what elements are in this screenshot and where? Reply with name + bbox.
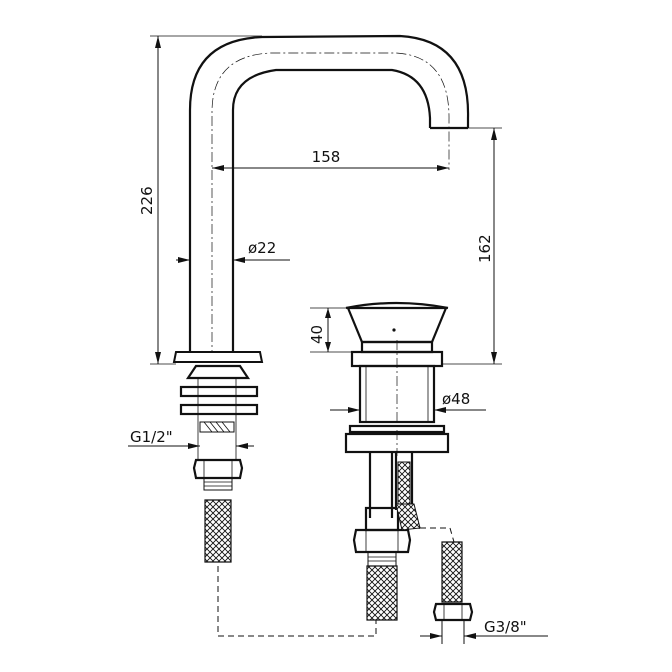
dimension-pipe-diameter: ø22	[176, 239, 290, 263]
overall-height-label: 226	[138, 186, 156, 215]
thread-inlet-callout: G1/2"	[128, 428, 254, 449]
thread-hose-outlet-callout: G3/8"	[420, 618, 548, 639]
dimension-spout-outlet-height: 162	[442, 127, 502, 365]
dimension-handle-height: 40	[308, 307, 362, 353]
pipe-diameter-label: ø22	[248, 239, 276, 257]
spout-reach-label: 158	[312, 148, 341, 166]
hose-routing	[217, 527, 455, 637]
handle-height-label: 40	[308, 325, 326, 344]
spout-base-flange	[172, 351, 264, 563]
dimension-valve-diameter: ø48	[330, 390, 486, 413]
dimension-overall-height: 226	[138, 35, 262, 365]
inlet-thread-label: G1/2"	[130, 428, 173, 446]
spout	[188, 34, 470, 360]
outlet-hose-g38	[432, 541, 474, 644]
hose-outlet-thread-label: G3/8"	[484, 618, 527, 636]
valve-body	[344, 340, 450, 621]
spout-outlet-height-label: 162	[476, 234, 494, 263]
valve-diameter-label: ø48	[442, 390, 470, 408]
dimension-spout-reach: 158	[212, 148, 449, 171]
